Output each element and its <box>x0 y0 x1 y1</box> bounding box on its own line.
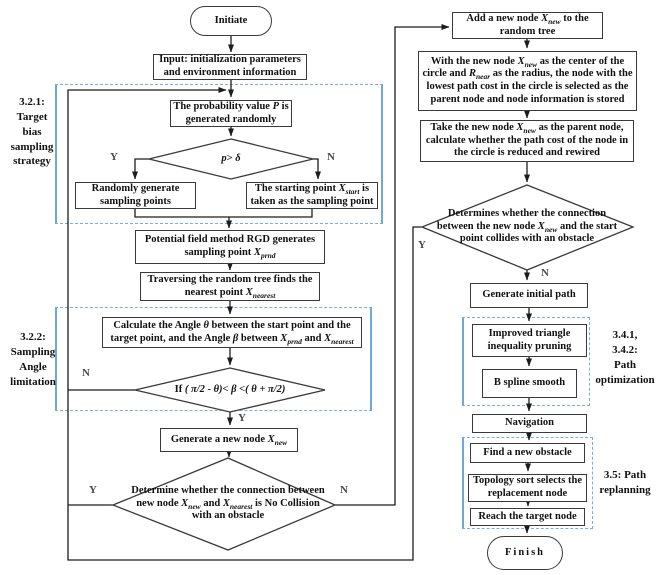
branch-label-n: N <box>541 267 549 279</box>
node-reach-target: Reach the target node <box>470 508 585 526</box>
decision-start-collision-label: Determines whether the connection betwee… <box>436 208 618 245</box>
group-target-bias-sampling <box>55 84 383 224</box>
node-potential-field: Potential field method RGD generates sam… <box>135 230 325 264</box>
section-label-sampling-angle: 3.2.2: Sampling Angle limitation <box>10 331 56 388</box>
node-traverse-tree: Traversing the random tree finds the nea… <box>140 272 320 301</box>
node-find-obstacle: Find a new obstacle <box>470 443 585 463</box>
node-initiate: Initiate <box>190 6 272 36</box>
node-rewire: Take the new node Xnew as the parent nod… <box>420 120 634 162</box>
branch-label-n: N <box>327 151 335 163</box>
decision-angle-label: If ( π/2 - θ)< β <( θ + π/2) <box>174 383 286 395</box>
node-triangle-pruning: Improved triangle inequality pruning <box>472 324 587 357</box>
section-label-path-replanning: 3.5: Path replanning <box>599 469 651 496</box>
branch-label-y: Y <box>110 151 118 163</box>
branch-label-n: N <box>340 484 348 496</box>
node-generate-new-node: Generate a new node Xnew <box>160 428 298 452</box>
decision-angle-shape <box>134 367 326 413</box>
node-finish: Finish <box>487 536 563 570</box>
node-parent-selection: With the new node Xnew as the center of … <box>418 51 637 111</box>
branch-label-n: N <box>82 367 90 379</box>
decision-collision-shape <box>111 457 337 551</box>
branch-label-y: Y <box>418 239 426 251</box>
branch-label-y: Y <box>238 412 246 424</box>
node-input: Input: initialization parameters and env… <box>153 54 307 80</box>
node-randomly-generate: Randomly generate sampling points <box>75 182 196 209</box>
decision-collision-label: Determine whether the connection between… <box>131 485 325 522</box>
node-calculate-angle: Calculate the Angle θ between the start … <box>102 317 362 348</box>
node-navigation: Navigation <box>472 414 587 433</box>
branch-label-y: Y <box>89 484 97 496</box>
section-label-path-optimization: 3.4.1, 3.4.2: Path optimization <box>595 329 655 386</box>
node-starting-point: The starting point Xstart is taken as th… <box>246 182 378 209</box>
group-sampling-angle-limitation <box>55 307 372 411</box>
node-probability: The probability value P is generated ran… <box>170 100 292 127</box>
node-bspline-smooth: B spline smooth <box>482 369 577 398</box>
decision-p-gt-delta-shape <box>148 138 314 180</box>
section-label-target-bias: 3.2.1: Target bias sampling strategy <box>10 96 54 168</box>
node-add-new-node: Add a new node Xnew to the random tree <box>452 12 603 39</box>
node-generate-initial-path: Generate initial path <box>470 283 588 308</box>
node-topology-sort: Topology sort selects the replacement no… <box>468 474 587 502</box>
decision-start-collision-shape <box>420 184 635 271</box>
decision-p-gt-delta-label: p> δ <box>221 152 241 164</box>
